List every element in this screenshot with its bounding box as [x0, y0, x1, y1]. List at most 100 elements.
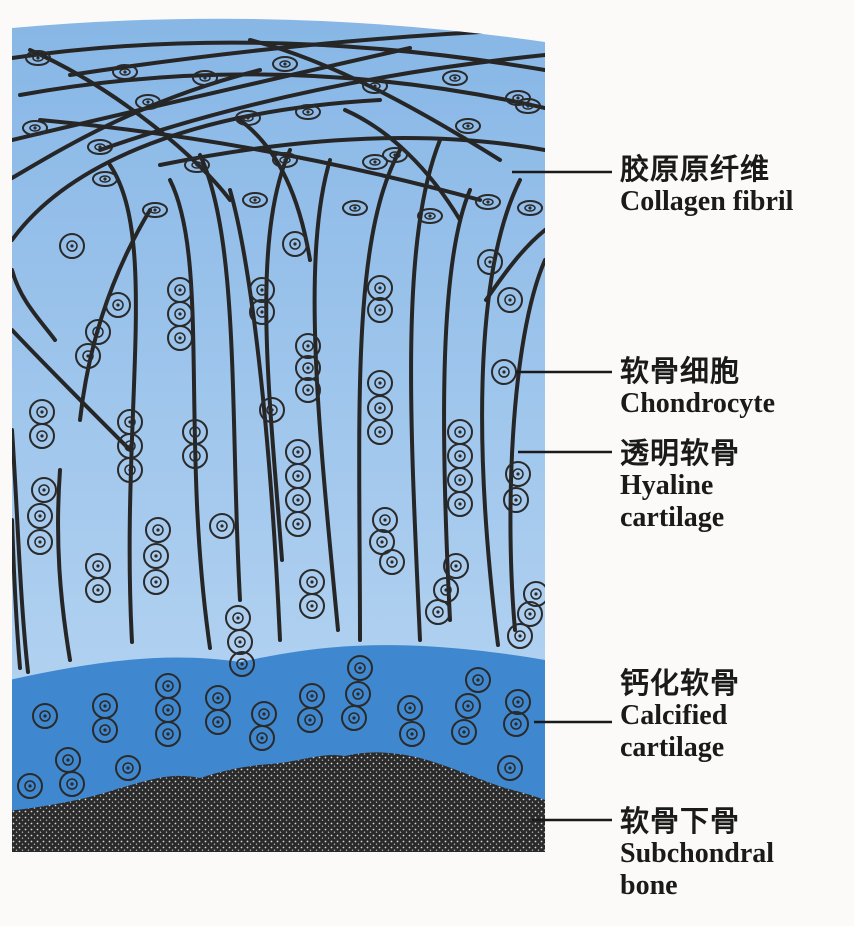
- chondrocyte-cell-icon: [477, 249, 503, 275]
- chondrocyte-cell-icon: [22, 120, 48, 136]
- chondrocyte-cell-icon: [503, 487, 529, 513]
- chondrocyte-cell-icon: [92, 717, 118, 743]
- chondrocyte-group: [17, 50, 545, 799]
- chondrocyte-cell-icon: [184, 157, 210, 173]
- calcified-cartilage-label: 钙化软骨 Calcified cartilage: [620, 666, 740, 764]
- chondrocyte-cell-icon: [475, 194, 501, 210]
- chondrocyte-cell-icon: [425, 599, 451, 625]
- collagen-fibril-icon: [228, 188, 282, 642]
- chondrocyte-cell-icon: [85, 319, 111, 345]
- collagen-fibril-icon: [264, 148, 292, 562]
- collagen-fibril-icon: [12, 68, 262, 180]
- collagen-fibril-icon: [343, 108, 462, 222]
- collagen-fibril-icon: [158, 136, 545, 167]
- collagen-label-zh: 胶原原纤维: [620, 152, 771, 186]
- subchondral-bone-zone: [12, 752, 545, 853]
- chondrocyte-cell-icon: [517, 601, 543, 627]
- chondrocyte-cell-icon: [362, 78, 388, 94]
- chondrocyte-cell-icon: [105, 292, 131, 318]
- chondrocyte-cell-icon: [182, 443, 208, 469]
- chondrocyte-cell-icon: [505, 689, 531, 715]
- collagen-fibril-icon: [312, 158, 340, 632]
- chondrocyte-cell-icon: [503, 711, 529, 737]
- chondrocyte-cell-icon: [295, 104, 321, 120]
- chondrocyte-cell-icon: [249, 299, 275, 325]
- collagen-fibril-icon: [168, 178, 212, 650]
- chondrocyte-cell-icon: [295, 377, 321, 403]
- chondrocyte-cell-icon: [235, 110, 261, 126]
- hyaline-label-zh: 透明软骨: [620, 436, 741, 470]
- chondrocyte-cell-icon: [205, 709, 231, 735]
- chondrocyte-cell-icon: [117, 457, 143, 483]
- collagen-fibril-icon: [12, 268, 57, 342]
- chondrocyte-cell-icon: [259, 397, 285, 423]
- chondrocyte-cell-icon: [282, 231, 308, 257]
- hyaline-label-en-line1: Hyaline: [620, 470, 714, 501]
- collagen-fibril-icon: [28, 48, 232, 202]
- collagen-fibril-icon: [357, 148, 402, 642]
- chondrocyte-cell-icon: [442, 70, 468, 86]
- collagen-fibril-group: [12, 28, 545, 674]
- chondrocyte-cell-icon: [299, 593, 325, 619]
- collagen-fibril-icon: [12, 518, 22, 670]
- chondrocyte-cell-icon: [523, 581, 545, 607]
- chondrocyte-cell-icon: [497, 755, 523, 781]
- chondrocyte-cell-icon: [27, 529, 53, 555]
- chondrocyte-cell-icon: [229, 651, 255, 677]
- collagen-fibril-icon: [442, 188, 472, 622]
- chondrocyte-cell-icon: [155, 721, 181, 747]
- chondrocyte-cell-icon: [399, 721, 425, 747]
- chondrocyte-cell-icon: [347, 655, 373, 681]
- chondrocyte-cell-icon: [249, 725, 275, 751]
- chondrocyte-cell-icon: [285, 511, 311, 537]
- subchondral-label-en-line2: bone: [620, 870, 678, 901]
- collagen-fibril-icon: [198, 153, 242, 602]
- chondrocyte-cell-icon: [455, 118, 481, 134]
- chondrocyte-cell-icon: [32, 703, 58, 729]
- chondrocyte-cell-icon: [135, 94, 161, 110]
- chondrocyte-cell-icon: [379, 549, 405, 575]
- collagen-fibril-icon: [508, 258, 545, 632]
- chondrocyte-cell-icon: [372, 507, 398, 533]
- chondrocyte-cell-icon: [397, 695, 423, 721]
- chondrocyte-cell-icon: [341, 705, 367, 731]
- calcified-label-zh: 钙化软骨: [620, 666, 741, 700]
- chondrocyte-cell-icon: [27, 503, 53, 529]
- chondrocyte-cell-icon: [455, 693, 481, 719]
- subchondral-label-en-line1: Subchondral: [620, 838, 775, 869]
- chondrocyte-cell-icon: [367, 419, 393, 445]
- chondrocyte-label-zh: 软骨细胞: [620, 354, 741, 388]
- collagen-fibril-icon: [38, 118, 482, 202]
- chondrocyte-cell-icon: [465, 667, 491, 693]
- chondrocyte-cell-icon: [447, 491, 473, 517]
- chondrocyte-cell-icon: [75, 343, 101, 369]
- collagen-fibril-icon: [480, 178, 522, 647]
- calcified-label-en-line1: Calcified: [620, 700, 728, 731]
- chondrocyte-cell-icon: [297, 707, 323, 733]
- chondrocyte-cell-icon: [143, 569, 169, 595]
- chondrocyte-cell-icon: [342, 200, 368, 216]
- chondrocyte-cell-icon: [443, 553, 469, 579]
- collagen-label-en: Collagen fibril: [620, 186, 794, 217]
- chondrocyte-cell-icon: [515, 98, 541, 114]
- chondrocyte-cell-icon: [249, 277, 275, 303]
- collagen-fibril-icon: [12, 40, 545, 72]
- chondrocyte-cell-icon: [497, 287, 523, 313]
- chondrocyte-cell-icon: [295, 355, 321, 381]
- chondrocyte-cell-icon: [417, 208, 443, 224]
- collagen-fibril-icon: [108, 163, 138, 644]
- chondrocyte-cell-icon: [145, 517, 171, 543]
- chondrocyte-cell-icon: [112, 64, 138, 80]
- collagen-fibril-icon: [12, 98, 382, 242]
- chondrocyte-cell-icon: [505, 461, 531, 487]
- collagen-fibril-icon: [12, 328, 132, 452]
- chondrocyte-cell-icon: [29, 423, 55, 449]
- chondrocyte-cell-icon: [451, 719, 477, 745]
- chondrocyte-cell-icon: [362, 154, 388, 170]
- chondrocyte-cell-icon: [143, 543, 169, 569]
- leader-line-group: [512, 170, 612, 822]
- chondrocyte-cell-icon: [507, 623, 533, 649]
- collagen-fibril-icon: [12, 46, 412, 142]
- collagen-fibril-icon: [12, 428, 30, 674]
